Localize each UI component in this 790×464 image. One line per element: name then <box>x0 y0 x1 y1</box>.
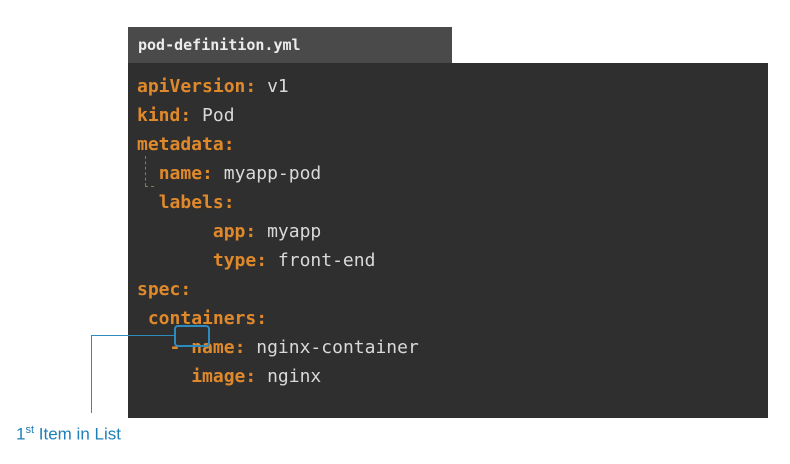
code-line: apiVersion: v1 <box>137 72 419 101</box>
yaml-colon: : <box>245 76 268 97</box>
code-indent <box>137 192 159 213</box>
code-line: containers: <box>137 304 419 333</box>
code-indent <box>137 308 148 329</box>
code-line: spec: <box>137 275 419 304</box>
code-indent <box>137 366 191 387</box>
yaml-key: labels <box>158 192 224 213</box>
yaml-value: myapp <box>267 221 322 242</box>
yaml-colon: : <box>223 134 235 155</box>
code-indent <box>137 337 170 358</box>
yaml-value: nginx <box>267 366 322 387</box>
yaml-value: v1 <box>267 76 289 97</box>
list-item-dash-highlight <box>174 325 210 347</box>
yaml-key: name <box>158 163 203 184</box>
yaml-colon: : <box>245 221 268 242</box>
code-line: type: front-end <box>137 246 419 275</box>
code-indent <box>137 163 159 184</box>
yaml-key: kind <box>137 105 181 126</box>
yaml-key: name <box>191 337 235 358</box>
code-line: - name: nginx-container <box>137 333 419 362</box>
yaml-colon: : <box>256 250 278 271</box>
yaml-key: metadata <box>137 134 224 155</box>
yaml-colon: : <box>256 308 268 329</box>
yaml-value: myapp-pod <box>223 163 322 184</box>
yaml-colon: : <box>180 279 192 300</box>
indent-guide-tick <box>145 186 154 187</box>
code-line: app: myapp <box>137 217 419 246</box>
yaml-value: nginx-container <box>256 337 419 358</box>
yaml-key: image <box>191 366 246 387</box>
list-item-dash: - <box>169 337 192 358</box>
code-indent <box>137 250 213 271</box>
code-line: labels: <box>137 188 419 217</box>
yaml-value: front-end <box>277 250 376 271</box>
yaml-key: type <box>212 250 257 271</box>
callout-connector-vertical <box>91 335 92 413</box>
callout-connector-horizontal <box>91 335 174 336</box>
code-line: image: nginx <box>137 362 419 391</box>
yaml-colon: : <box>245 366 268 387</box>
code-line: name: myapp-pod <box>137 159 419 188</box>
callout-label-ordinal: st <box>25 424 35 436</box>
yaml-colon: : <box>180 105 203 126</box>
code-line: metadata: <box>137 130 419 159</box>
code-indent <box>137 221 213 242</box>
yaml-key: app <box>212 221 246 242</box>
yaml-key: spec <box>137 279 181 300</box>
yaml-colon: : <box>234 337 257 358</box>
yaml-colon: : <box>223 192 235 213</box>
yaml-colon: : <box>202 163 224 184</box>
code-line: kind: Pod <box>137 101 419 130</box>
yaml-value: Pod <box>202 105 235 126</box>
file-tab-title: pod-definition.yml <box>138 36 301 54</box>
indent-guide <box>145 156 146 186</box>
yaml-key: apiVersion <box>137 76 246 97</box>
code-editor <box>128 63 768 418</box>
callout-label: 1st Item in List <box>16 424 121 445</box>
callout-label-number: 1 <box>16 424 26 444</box>
yaml-key: containers <box>147 308 257 329</box>
callout-label-text: Item in List <box>34 424 121 444</box>
file-tab[interactable]: pod-definition.yml <box>128 27 452 63</box>
